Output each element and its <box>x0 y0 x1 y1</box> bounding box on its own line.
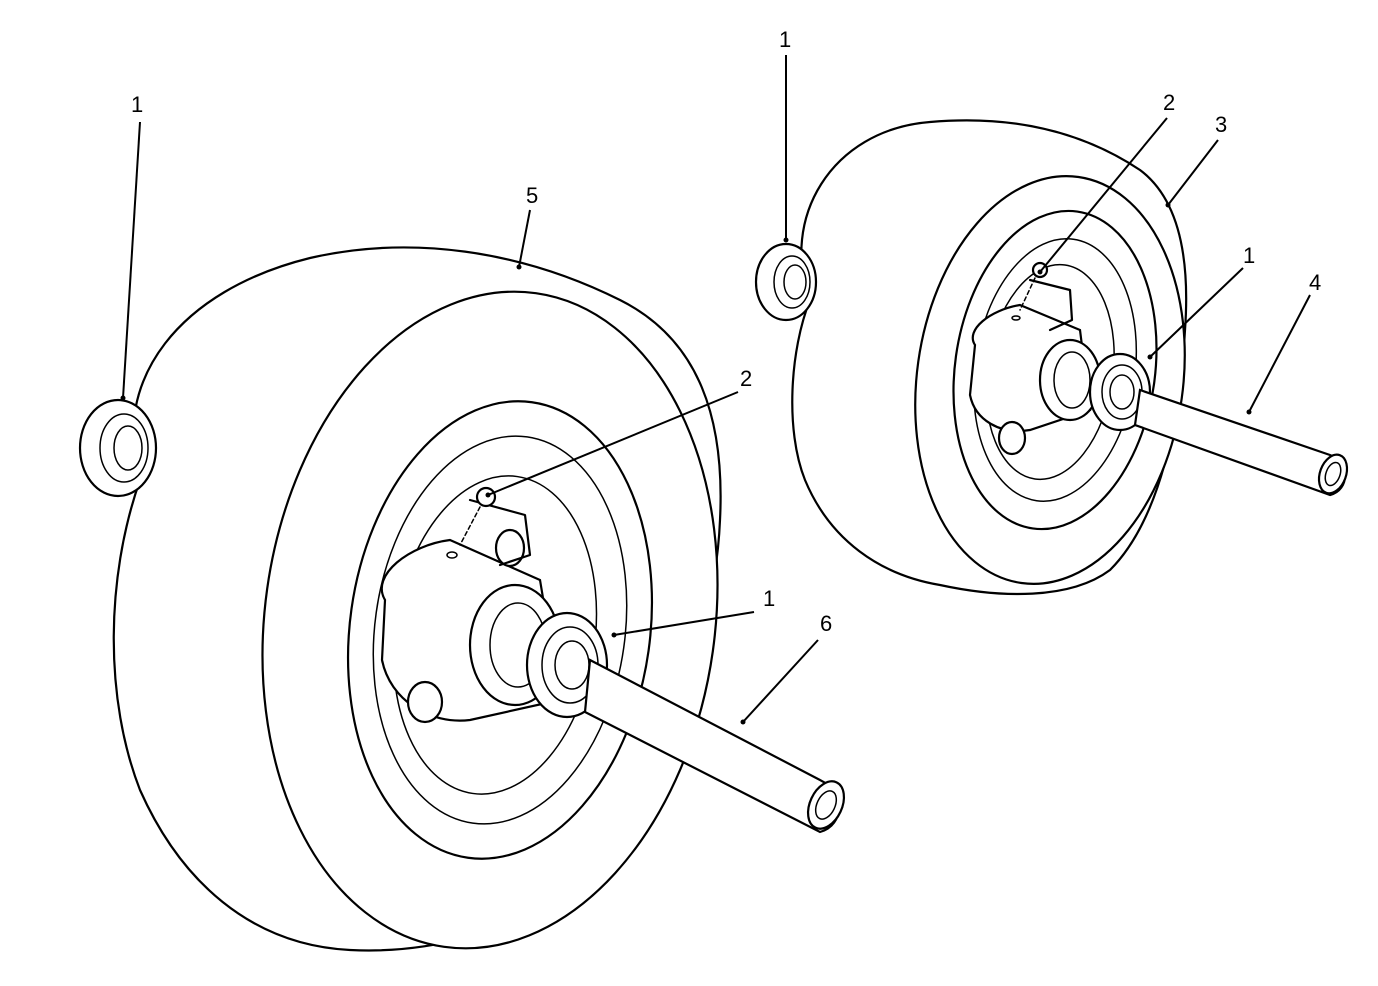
rim-left-outer <box>346 400 654 860</box>
callout-2-right: 2 <box>1163 90 1175 115</box>
hub-lug-left <box>406 680 444 724</box>
leader-lines <box>120 55 1311 725</box>
callout-5: 5 <box>526 183 538 208</box>
hub-lug-right <box>997 420 1027 456</box>
callout-3: 3 <box>1215 112 1227 137</box>
callout-2-left: 2 <box>740 366 752 391</box>
rim-right-outer <box>952 209 1158 531</box>
wheel-left <box>78 246 846 952</box>
bearing-right-front <box>1088 352 1152 432</box>
grease-fitting-left <box>475 486 497 508</box>
callout-1-right: 1 <box>1243 243 1255 268</box>
callout-1-top: 1 <box>779 27 791 52</box>
hub-lug-left-top <box>494 528 526 568</box>
callout-labels: 1 1 2 3 1 4 1 5 2 6 <box>131 27 1321 636</box>
callout-6: 6 <box>820 611 832 636</box>
rim-left-mid <box>372 435 628 825</box>
callout-1-mid: 1 <box>763 586 775 611</box>
bearing-left-rear <box>78 398 158 498</box>
bearing-right-rear <box>754 242 818 322</box>
wheel-right <box>754 119 1349 596</box>
callout-4: 4 <box>1309 270 1321 295</box>
callout-1-left-top: 1 <box>131 92 143 117</box>
